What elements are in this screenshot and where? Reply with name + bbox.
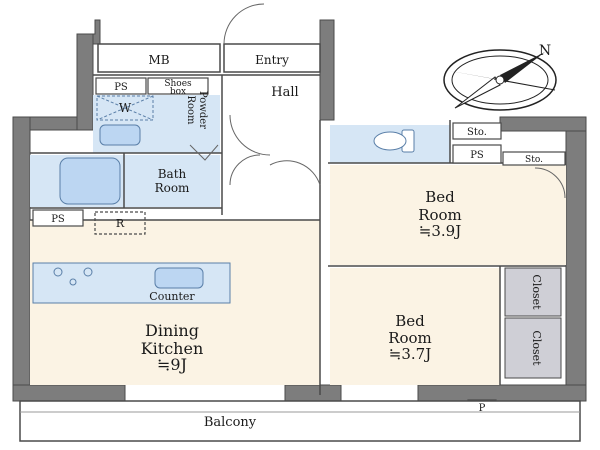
label-counter: Counter <box>149 290 195 303</box>
label-shoes-1: Shoes <box>164 79 192 89</box>
label-entry: Entry <box>255 53 289 67</box>
label-balcony: Balcony <box>204 415 257 430</box>
wall-top-right <box>319 19 335 121</box>
door-swing-icon <box>229 154 261 186</box>
ps2-box <box>32 209 84 227</box>
sink-icon <box>99 124 141 146</box>
floor-closet2 <box>504 317 562 379</box>
stove-icon <box>53 267 93 286</box>
wall-bottom-left <box>12 384 126 402</box>
label-shoes-2: box <box>170 87 186 97</box>
label-dining-size: ≒9J <box>157 355 187 374</box>
burner <box>83 267 93 277</box>
label-closet-1: Closet <box>530 274 543 310</box>
compass-center <box>495 75 505 85</box>
label-bed2-2: Room <box>388 329 432 347</box>
floor-bath <box>30 155 220 207</box>
floor-bed1 <box>330 165 566 265</box>
wall-bottom-right <box>417 384 587 402</box>
label-sto2: Sto. <box>525 155 543 165</box>
label-dining-2: Kitchen <box>141 339 204 358</box>
burner <box>53 267 63 277</box>
floor-closet1 <box>504 267 562 317</box>
label-ps3: PS <box>470 150 484 161</box>
label-closet-2: Closet <box>530 330 543 366</box>
wall-bottom-mid <box>284 384 342 402</box>
entry-box <box>223 43 321 73</box>
ps3-box <box>452 144 502 164</box>
washer-body <box>96 95 154 121</box>
label-refrigerator: R <box>116 217 125 230</box>
door-swing-icon <box>534 167 566 199</box>
label-mb: MB <box>148 53 169 67</box>
label-sto1: Sto. <box>467 127 487 138</box>
label-ps2: PS <box>51 214 65 225</box>
label-compass-n: N <box>539 43 551 59</box>
door-swing-icon <box>223 3 265 45</box>
exterior-walls <box>12 19 587 402</box>
wall-left-lower <box>12 116 31 402</box>
label-bed2-1: Bed <box>395 312 425 330</box>
label-bed1-1: Bed <box>425 188 455 206</box>
label-powder-2: Room <box>185 95 196 125</box>
wall-mb-left <box>76 33 94 131</box>
wall-right-top <box>499 116 587 132</box>
door-swing-icon <box>189 144 219 161</box>
sto1-box <box>452 122 502 140</box>
washer-icon <box>96 95 154 121</box>
r-box <box>94 211 146 235</box>
label-bath-1: Bath <box>158 167 187 181</box>
kitchen-sink-icon <box>154 267 204 289</box>
label-hall: Hall <box>271 85 298 100</box>
washer-x2 <box>96 95 154 121</box>
balcony-area <box>19 400 581 442</box>
toilet-icon <box>373 129 415 153</box>
burner <box>69 278 77 286</box>
toilet-bowl <box>373 131 407 151</box>
label-p: P <box>479 403 486 414</box>
compass-ring <box>443 49 557 111</box>
label-bed1-size: ≒3.9J <box>419 222 461 240</box>
wall-right <box>565 116 587 402</box>
label-ps1: PS <box>114 82 128 93</box>
small-boxes <box>32 77 566 415</box>
balcony <box>19 400 581 442</box>
sto2-box <box>502 151 566 166</box>
compass-needle <box>445 70 506 81</box>
label-powder-1: Powder <box>197 91 208 129</box>
mb-box <box>97 43 221 73</box>
label-dining-1: Dining <box>145 321 199 340</box>
labels: MB Entry Hall PS Shoes box W Powder Room… <box>51 43 551 430</box>
label-bath-2: Room <box>155 181 190 195</box>
door-swing-icon <box>229 114 271 156</box>
bathtub-icon <box>59 157 121 205</box>
label-bed2-size: ≒3.7J <box>389 345 431 363</box>
label-bed1-2: Room <box>418 206 462 224</box>
ps1-box <box>95 77 147 95</box>
compass-ring-inner <box>451 55 549 105</box>
floor-bed2 <box>330 268 500 385</box>
compass-needle <box>500 52 545 83</box>
fixtures <box>32 95 415 304</box>
label-washer: W <box>119 101 132 115</box>
shoes-box <box>147 77 209 95</box>
compass-rose-icon <box>443 49 557 111</box>
interior-walls <box>30 43 566 395</box>
door-swing-icon <box>269 160 321 186</box>
